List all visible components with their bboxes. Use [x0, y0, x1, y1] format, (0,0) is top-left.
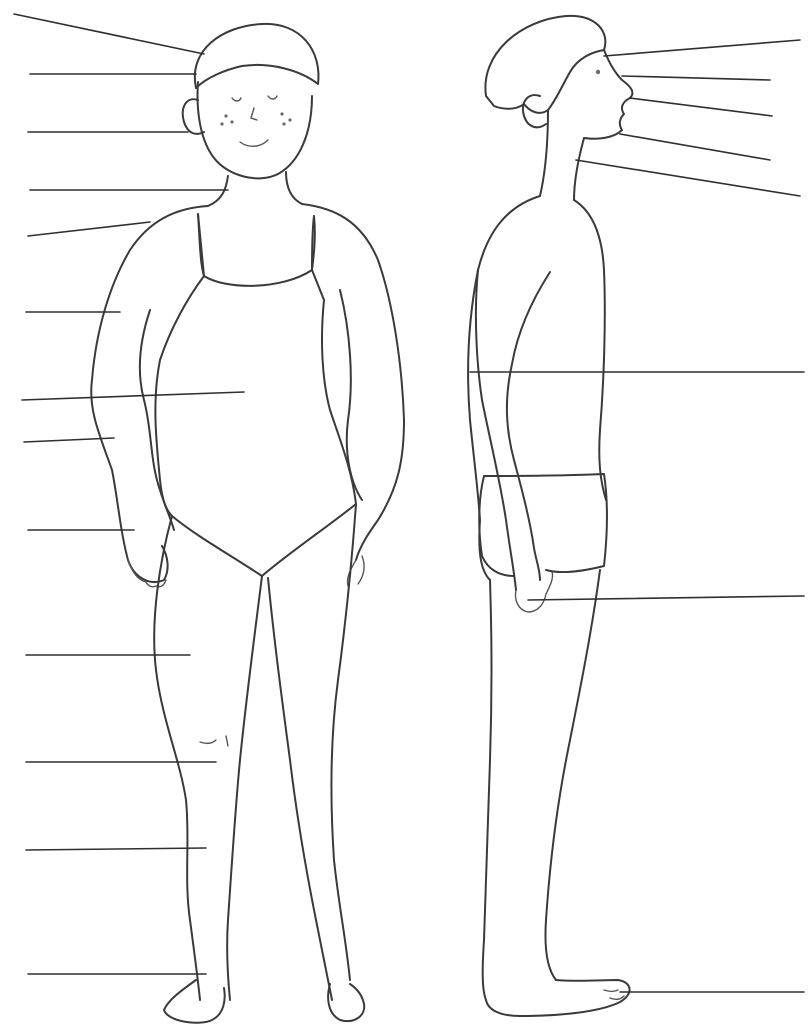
front-inner-right-leg	[268, 578, 332, 1000]
front-right-inner-arm	[340, 290, 362, 500]
front-view-figure	[91, 24, 404, 1023]
right-leader-lines	[470, 40, 804, 992]
leader-line-left-12	[26, 848, 206, 850]
side-hand	[516, 572, 553, 612]
leader-line-right-4	[620, 134, 770, 160]
side-face	[584, 50, 632, 139]
front-left-inner-arm	[140, 310, 174, 530]
front-eye-right	[268, 96, 277, 99]
leader-line-right-5	[576, 160, 800, 196]
side-trunks	[479, 474, 607, 576]
leader-line-left-7	[22, 392, 244, 400]
front-right-leg	[331, 504, 356, 980]
side-arm	[507, 272, 550, 580]
leader-line-right-3	[630, 98, 772, 116]
front-head	[198, 82, 312, 178]
freckle	[288, 118, 291, 121]
leader-line-left-1	[14, 14, 204, 54]
freckle	[280, 112, 283, 115]
leader-line-right-2	[622, 76, 770, 80]
side-hair	[485, 16, 605, 113]
leader-line-left-5	[28, 222, 150, 236]
side-foot	[486, 980, 630, 1016]
freckle	[282, 122, 285, 125]
freckle	[224, 114, 227, 117]
front-left-leg	[154, 516, 200, 1000]
freckle	[220, 122, 223, 125]
side-eye	[596, 70, 600, 74]
front-neck	[208, 172, 302, 206]
front-inner-left-leg	[227, 576, 262, 1000]
front-swimsuit	[155, 214, 356, 576]
leader-line-right-7	[528, 596, 804, 600]
front-eye-left	[232, 98, 241, 101]
left-leader-lines	[14, 14, 244, 974]
side-front-leg	[545, 570, 600, 980]
front-hair	[195, 24, 319, 88]
front-left-foot	[164, 980, 225, 1023]
side-torso-front	[574, 200, 606, 500]
front-right-foot	[328, 984, 364, 1021]
front-nose	[251, 108, 257, 120]
side-arm-back	[476, 270, 516, 590]
leader-line-right-1	[604, 40, 800, 56]
side-back-leg	[483, 580, 492, 1000]
freckle	[230, 120, 233, 123]
front-knee	[200, 736, 228, 746]
front-strap-left	[198, 214, 204, 276]
front-mouth	[240, 140, 268, 146]
